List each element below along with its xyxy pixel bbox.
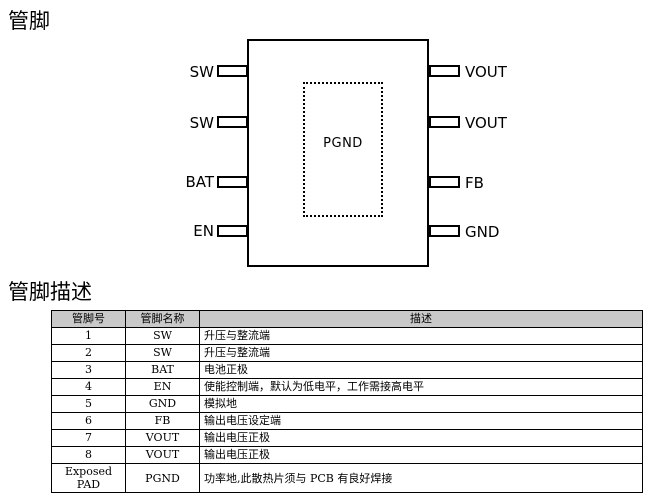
pin-description: 模拟地: [199, 395, 643, 413]
pin-name: GND: [125, 395, 200, 413]
pin-name: BAT: [125, 361, 200, 379]
pin-6-label: FB: [465, 174, 484, 192]
pin-description: 升压与整流端: [199, 327, 643, 345]
pin-name: VOUT: [125, 446, 200, 464]
pin-number: 8: [51, 446, 126, 464]
pin-description: 输出电压正极: [199, 429, 643, 447]
pin-name: VOUT: [125, 429, 200, 447]
pin-4-lead: [217, 225, 248, 237]
pin-name: EN: [125, 378, 200, 396]
pin-description: 功率地,此散热片须与 PCB 有良好焊接: [199, 463, 643, 493]
exposed-pad-outline: [303, 82, 383, 217]
pin-3-label: BAT: [185, 173, 214, 191]
table-row: 5 GND 模拟地: [51, 395, 643, 413]
pin-6-lead: [429, 176, 460, 188]
pin-description: 升压与整流端: [199, 344, 643, 362]
pin-name: SW: [125, 327, 200, 345]
table-row: Exposed PAD PGND 功率地,此散热片须与 PCB 有良好焊接: [51, 463, 643, 493]
pin-5-lead: [429, 225, 460, 237]
pin-2-lead: [217, 116, 248, 128]
pin-number-line-1: Exposed: [64, 465, 113, 478]
pin-8-label: VOUT: [465, 63, 507, 81]
pin-number: 1: [51, 327, 126, 345]
pin-number: 5: [51, 395, 126, 413]
table-row: 8 VOUT 输出电压正极: [51, 446, 643, 464]
header-description: 描述: [199, 310, 643, 328]
pin-8-lead: [429, 65, 460, 77]
pin-name: SW: [125, 344, 200, 362]
table-row: 7 VOUT 输出电压正极: [51, 429, 643, 447]
pin-number: 2: [51, 344, 126, 362]
table-row: 4 EN 使能控制端，默认为低电平，工作需接高电平: [51, 378, 643, 396]
pin-3-lead: [217, 176, 248, 188]
header-pin-number: 管脚号: [51, 310, 126, 328]
pin-7-lead: [429, 116, 460, 128]
pin-name: PGND: [125, 463, 200, 493]
pin-description-table: 管脚号 管脚名称 描述 1 SW 升压与整流端 2 SW 升压与整流端 3 BA…: [51, 310, 643, 493]
pin-5-label: GND: [465, 223, 500, 241]
pin-number-line-2: PAD: [76, 478, 101, 491]
pin-number: Exposed PAD: [51, 463, 126, 493]
table-row: 3 BAT 电池正极: [51, 361, 643, 379]
pin-number: 6: [51, 412, 126, 430]
pin-1-label: SW: [189, 63, 214, 81]
table-header-row: 管脚号 管脚名称 描述: [51, 310, 643, 328]
table-row: 2 SW 升压与整流端: [51, 344, 643, 362]
pin-name: FB: [125, 412, 200, 430]
table-row: 1 SW 升压与整流端: [51, 327, 643, 345]
pin-4-label: EN: [193, 222, 214, 240]
pin-description: 输出电压设定端: [199, 412, 643, 430]
table-row: 6 FB 输出电压设定端: [51, 412, 643, 430]
header-pin-name: 管脚名称: [125, 310, 200, 328]
pin-2-label: SW: [189, 114, 214, 132]
pin-description-heading: 管脚描述: [8, 280, 92, 304]
pin-description: 输出电压正极: [199, 446, 643, 464]
exposed-pad-label: PGND: [323, 136, 363, 151]
pin-number: 3: [51, 361, 126, 379]
chip-package-body: [247, 39, 429, 267]
pin-description: 使能控制端，默认为低电平，工作需接高电平: [199, 378, 643, 396]
pin-number: 7: [51, 429, 126, 447]
pin-1-lead: [217, 65, 248, 77]
pin-description: 电池正极: [199, 361, 643, 379]
pin-number: 4: [51, 378, 126, 396]
pin-7-label: VOUT: [465, 114, 507, 132]
pins-heading: 管脚: [8, 9, 50, 33]
